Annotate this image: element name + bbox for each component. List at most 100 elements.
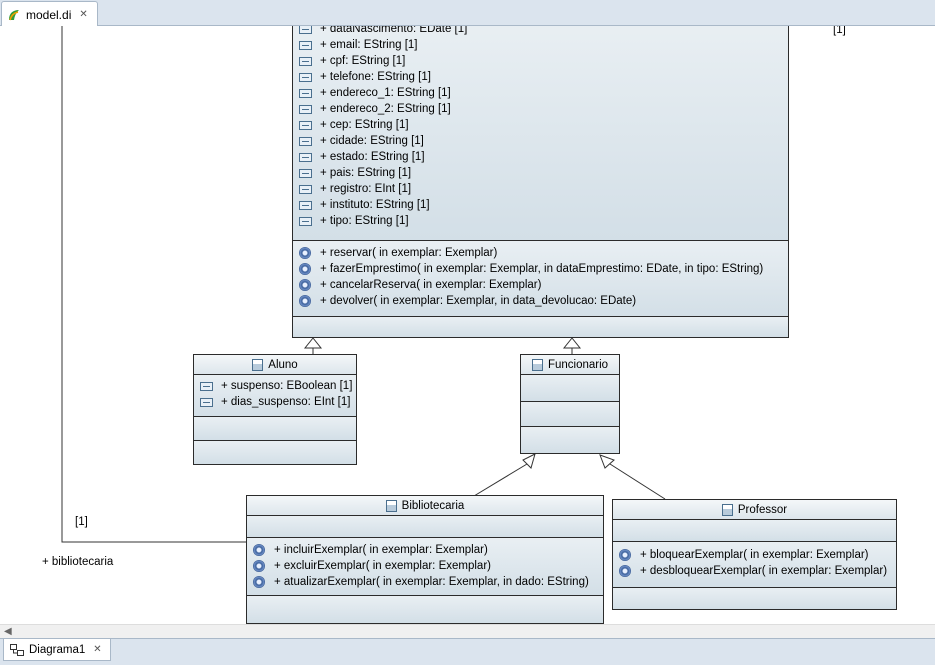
diagram-tab-bar: Diagrama1 ✕ — [0, 638, 935, 665]
class-professor-header: Professor — [613, 500, 896, 520]
attribute-row[interactable]: + dias_suspenso: EInt [1] — [194, 394, 356, 410]
attribute-row[interactable]: + cep: EString [1] — [293, 117, 788, 133]
operation-row[interactable]: + incluirExemplar( in exemplar: Exemplar… — [247, 542, 603, 558]
generalization-arrow-professor — [599, 454, 615, 469]
operation-row[interactable]: + reservar( in exemplar: Exemplar) — [293, 245, 788, 261]
attribute-row[interactable]: + cpf: EString [1] — [293, 53, 788, 69]
close-icon[interactable]: ✕ — [93, 644, 102, 655]
attribute-icon — [299, 40, 312, 50]
class-professor[interactable]: Professor + bloquearExemplar( in exempla… — [612, 499, 897, 610]
tab-model-di-label: model.di — [26, 7, 72, 22]
class-funcionario-name: Funcionario — [547, 358, 609, 371]
attribute-row[interactable]: + tipo: EString [1] — [293, 213, 788, 229]
operation-icon — [253, 560, 265, 572]
attribute-icon — [299, 120, 312, 130]
attribute-row[interactable]: + telefone: EString [1] — [293, 69, 788, 85]
generalization-arrow-aluno — [303, 337, 323, 349]
attribute-row[interactable]: + estado: EString [1] — [293, 149, 788, 165]
attribute-row[interactable]: + registro: EInt [1] — [293, 181, 788, 197]
attribute-row[interactable]: + dataNascimento: EDate [1] — [293, 26, 788, 37]
attributes-compartment: + dataNascimento: EDate [1] + email: ESt… — [293, 26, 788, 241]
attribute-icon — [299, 136, 312, 146]
class-icon — [531, 358, 543, 371]
operation-icon — [299, 279, 311, 291]
class-icon — [252, 358, 264, 371]
operations-compartment: + incluirExemplar( in exemplar: Exemplar… — [247, 538, 603, 596]
attribute-icon — [299, 184, 312, 194]
class-professor-name: Professor — [737, 503, 788, 516]
attribute-icon — [299, 216, 312, 226]
class-aluno-header: Aluno — [194, 355, 356, 375]
tab-diagrama1[interactable]: Diagrama1 ✕ — [3, 639, 111, 661]
multiplicity-top-right: [1] — [833, 26, 846, 36]
operation-row[interactable]: + bloquearExemplar( in exemplar: Exempla… — [613, 547, 896, 563]
horizontal-scrollbar[interactable]: ◀ — [0, 624, 935, 638]
operation-icon — [253, 544, 265, 556]
class-aluno[interactable]: Aluno + suspenso: EBoolean [1] + dias_su… — [193, 354, 357, 465]
attribute-icon — [299, 168, 312, 178]
operations-compartment — [521, 402, 619, 427]
attribute-icon — [299, 200, 312, 210]
attribute-icon — [299, 152, 312, 162]
attributes-compartment — [613, 520, 896, 542]
generalization-line-bibliotecaria — [473, 463, 528, 497]
editor-tab-bar: model.di ✕ — [0, 0, 935, 27]
operations-compartment: + bloquearExemplar( in exemplar: Exempla… — [613, 542, 896, 588]
class-usuario[interactable]: + dataNascimento: EDate [1] + email: ESt… — [292, 26, 789, 338]
close-icon[interactable]: ✕ — [79, 9, 88, 20]
papyrus-logo-icon — [9, 9, 19, 20]
attribute-icon — [299, 72, 312, 82]
operation-icon — [619, 565, 631, 577]
operation-row[interactable]: + devolver( in exemplar: Exemplar, in da… — [293, 293, 788, 309]
attribute-row[interactable]: + cidade: EString [1] — [293, 133, 788, 149]
operation-icon — [299, 295, 311, 307]
attributes-compartment — [521, 375, 619, 402]
class-funcionario-header: Funcionario — [521, 355, 619, 375]
association-role-label[interactable]: + bibliotecaria — [42, 556, 114, 568]
class-aluno-name: Aluno — [268, 358, 298, 371]
attribute-row[interactable]: + email: EString [1] — [293, 37, 788, 53]
operation-row[interactable]: + excluirExemplar( in exemplar: Exemplar… — [247, 558, 603, 574]
operation-row[interactable]: + atualizarExemplar( in exemplar: Exempl… — [247, 574, 603, 590]
nested-classifiers-compartment — [194, 441, 356, 464]
operation-row[interactable]: + fazerEmprestimo( in exemplar: Exemplar… — [293, 261, 788, 277]
scroll-left-icon[interactable]: ◀ — [4, 626, 12, 637]
generalization-arrow-bibliotecaria — [522, 453, 536, 469]
attribute-row[interactable]: + suspenso: EBoolean [1] — [194, 378, 356, 394]
multiplicity-left: [1] — [75, 516, 88, 528]
nested-classifiers-compartment — [293, 317, 788, 337]
nested-classifiers-compartment — [247, 596, 603, 623]
generalization-line-professor — [609, 463, 666, 500]
operation-icon — [299, 263, 311, 275]
connectors — [61, 26, 666, 543]
diagram-canvas[interactable]: [1] [1] + bibliotecaria + dataNascimento… — [0, 26, 935, 624]
class-bibliotecaria-header: Bibliotecaria — [247, 496, 603, 516]
class-bibliotecaria-name: Bibliotecaria — [401, 499, 465, 512]
operation-icon — [253, 576, 265, 588]
attribute-icon — [299, 56, 312, 66]
attribute-icon — [200, 381, 213, 391]
attribute-icon — [299, 104, 312, 114]
attributes-compartment — [247, 516, 603, 538]
attribute-icon — [299, 88, 312, 98]
class-icon — [385, 499, 397, 512]
attribute-row[interactable]: + endereco_2: EString [1] — [293, 101, 788, 117]
nested-classifiers-compartment — [521, 427, 619, 453]
tab-diagrama1-label: Diagrama1 — [29, 643, 86, 656]
attribute-icon — [200, 397, 213, 407]
operation-row[interactable]: + desbloquearExemplar( in exemplar: Exem… — [613, 563, 896, 579]
class-funcionario[interactable]: Funcionario — [520, 354, 620, 454]
operation-icon — [619, 549, 631, 561]
operation-row[interactable]: + cancelarReserva( in exemplar: Exemplar… — [293, 277, 788, 293]
class-bibliotecaria[interactable]: Bibliotecaria + incluirExemplar( in exem… — [246, 495, 604, 624]
nested-classifiers-compartment — [613, 588, 896, 609]
tab-model-di[interactable]: model.di ✕ — [1, 1, 98, 27]
operations-compartment — [194, 417, 356, 441]
attributes-compartment: + suspenso: EBoolean [1] + dias_suspenso… — [194, 375, 356, 417]
operation-icon — [299, 247, 311, 259]
attribute-row[interactable]: + instituto: EString [1] — [293, 197, 788, 213]
attribute-row[interactable]: + endereco_1: EString [1] — [293, 85, 788, 101]
class-icon — [721, 503, 733, 516]
attribute-row[interactable]: + pais: EString [1] — [293, 165, 788, 181]
attribute-icon — [299, 26, 312, 34]
